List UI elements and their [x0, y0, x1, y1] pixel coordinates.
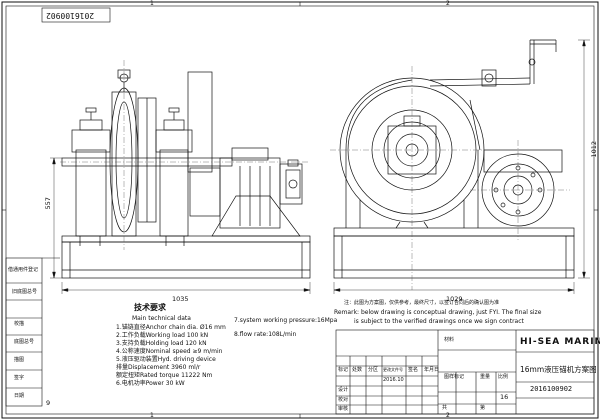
tech-item: 5.液压驱动装置Hyd. driving device	[116, 356, 216, 363]
side-centerlines	[330, 66, 570, 290]
side-view	[333, 39, 575, 279]
rev-header: 更改文件号	[383, 367, 403, 372]
dim-front-width: 1035	[172, 295, 189, 303]
margin-label-6: 签字	[14, 375, 25, 381]
dim-side-height: 1012	[590, 140, 599, 158]
tech-item: 6.电机功率Power 30 kW	[116, 380, 185, 387]
rev-header: 年月日	[424, 367, 440, 373]
tech-flow: 8.flow rate:108L/min	[234, 331, 297, 338]
role-label: 设计	[338, 387, 349, 393]
tech-item: 1.锚链直径Anchor chain dia. Ø16 mm	[116, 324, 226, 331]
scale-label: 比例	[498, 374, 509, 380]
drawing-title: 16mm液压锚机方案图	[520, 365, 597, 374]
grid-mark-bottom-1: 1	[150, 412, 154, 419]
front-centerlines	[60, 60, 310, 250]
tech-pressure: 7.system working pressure:16Mpa	[234, 317, 338, 324]
sheet-of-label: 第	[480, 405, 486, 411]
tech-heading-en: Main technical data	[132, 315, 191, 322]
drawing-number: 2016100902	[46, 11, 95, 20]
rev-header: 分区	[368, 367, 379, 373]
remark-en-2: is subject to the verified drawings once…	[354, 318, 524, 325]
margin-label-5: 描图	[14, 357, 25, 363]
tech-heading-cn: 技术要求	[134, 303, 166, 312]
rev-date: 2016.10	[383, 377, 404, 383]
tech-item: 2.工作负载Working load 100 kN	[116, 332, 209, 339]
role-label: 审核	[338, 406, 349, 412]
stage-label: 图样标记	[444, 374, 465, 380]
company-name: HI-SEA MARINE	[520, 337, 600, 347]
side-dimensions	[333, 39, 590, 294]
title-block	[335, 329, 595, 415]
front-view	[61, 69, 311, 279]
left-margin-table	[5, 257, 60, 407]
tech-item: 4.公称速度Nominal speed ≥9 m/min	[116, 348, 223, 355]
sheet-value: 16	[500, 393, 509, 401]
tech-items: 1.锚链直径Anchor chain dia. Ø16 mm 2.工作负载Wor…	[116, 325, 226, 389]
grid-mark-top-1: 1	[150, 0, 154, 7]
sheet-label: 共	[442, 405, 448, 411]
margin-label-1: 借通用件登记	[8, 267, 39, 273]
tech-item: 排量Displacement 3960 ml/r	[116, 364, 201, 371]
role-label: 校对	[338, 397, 349, 403]
margin-label-7: 日期	[14, 393, 25, 399]
rev-header: 签名	[408, 367, 419, 373]
material-label: 材料	[444, 337, 455, 343]
grid-mark-bottom-2: 2	[446, 412, 450, 419]
grid-mark-top-2: 2	[446, 0, 450, 7]
rev-header: 处数	[352, 367, 363, 373]
tech-item: 3.支持负载Holding load 120 kN	[116, 340, 207, 347]
margin-label-2: 旧底图总号	[12, 289, 38, 295]
rev-header: 标记	[338, 367, 349, 373]
drawing-number-box	[41, 7, 111, 23]
margin-label-3: 校描	[14, 321, 25, 327]
weight-label: 重量	[480, 374, 491, 380]
tech-item: 额定扭矩Rated torque 11222 Nm	[116, 372, 213, 379]
title-number: 2016100902	[530, 385, 573, 393]
front-dimensions	[50, 157, 311, 294]
dim-front-height: 557	[43, 197, 52, 210]
margin-label-4: 底图总号	[14, 339, 35, 345]
page-number: 9	[46, 399, 51, 407]
dim-side-width: 1029	[446, 295, 463, 303]
remark-cn: 注：此图为方案图，仅供参考，最终尺寸，以签订合同后的确认图为准	[344, 300, 500, 306]
remark-en-1: Remark: below drawing is conceptual draw…	[334, 309, 542, 316]
